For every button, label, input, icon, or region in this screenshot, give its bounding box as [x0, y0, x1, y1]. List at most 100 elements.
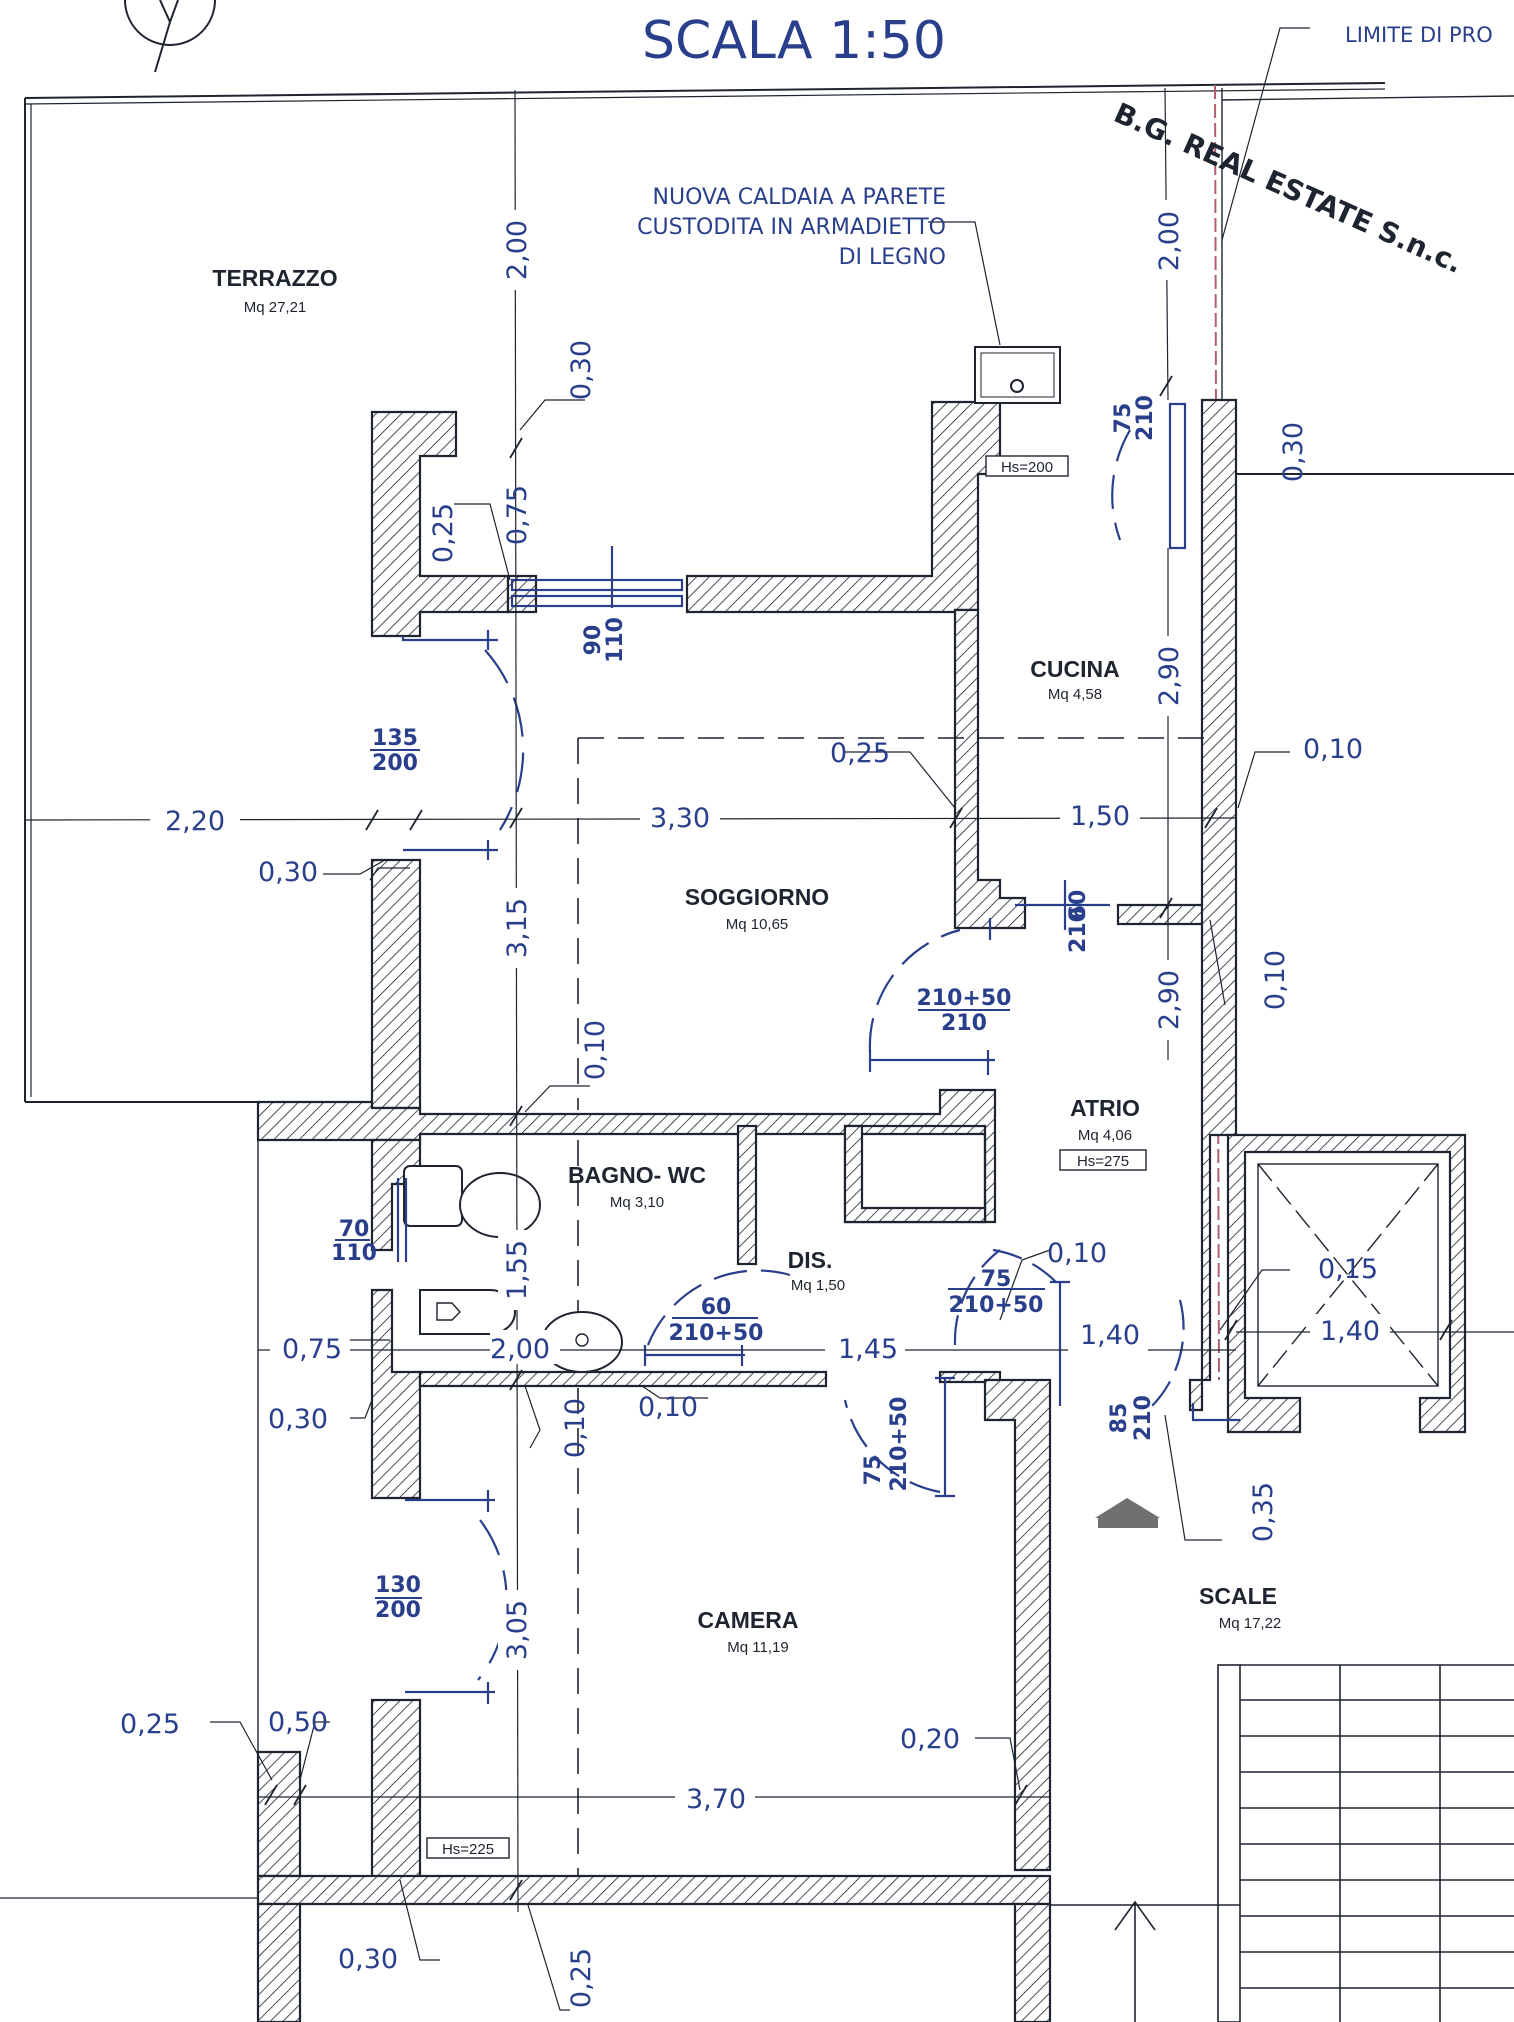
dim-200-left: 2,00 [502, 220, 533, 280]
dim-025-wall: 0,25 [428, 503, 459, 563]
dim-140-a: 1,40 [1080, 1320, 1140, 1351]
scale-title: SCALA 1:50 [642, 11, 946, 71]
door-75-210-top-w: 75 [1111, 403, 1136, 434]
dim-030-left: 0,30 [258, 857, 318, 888]
dimension-ticks [264, 375, 1453, 1901]
door-75-camera-w: 75 [861, 1455, 886, 1486]
room-terrazzo-name: TERRAZZO [212, 265, 337, 291]
dim-050: 0,50 [268, 1707, 328, 1738]
dim-220: 2,20 [165, 806, 225, 837]
dim-140-b: 1,40 [1320, 1316, 1380, 1347]
height-labels: Hs=200 Hs=275 Hs=225 [426, 455, 1147, 1859]
boiler-note-line2: CUSTODITA IN ARMADIETTO [637, 215, 946, 240]
dimension-labels-vertical: 2,00 2,00 0,30 0,75 0,25 0,30 2,90 3,15 … [428, 200, 1309, 2008]
dim-145: 1,45 [838, 1334, 898, 1365]
door-90-110-w: 90 [581, 625, 606, 656]
door-75-dis-w: 75 [981, 1267, 1012, 1292]
boiler-note-line3: DI LEGNO [839, 245, 946, 270]
room-bagno-area: Mq 3,10 [610, 1194, 664, 1211]
dimension-lines [24, 27, 1514, 2011]
hs-camera: Hs=225 [442, 1841, 494, 1858]
dim-025-bot: 0,25 [566, 1948, 597, 2008]
dim-290-top: 2,90 [1154, 646, 1185, 706]
fraction-bars [335, 749, 1045, 1599]
door-60-bath-w: 60 [701, 1295, 732, 1320]
dim-010-vert: 0,10 [580, 1020, 611, 1080]
room-dis-area: Mq 1,50 [791, 1277, 845, 1294]
room-cucina-area: Mq 4,58 [1048, 686, 1102, 703]
dim-020: 0,20 [900, 1724, 960, 1755]
dimension-labels-horizontal: 2,20 3,30 1,50 0,25 0,10 0,30 0,75 0,30 … [120, 734, 1390, 1975]
room-cucina-name: CUCINA [1030, 656, 1119, 682]
limit-label: LIMITE DI PRO [1345, 23, 1493, 47]
stair-arrow-icon [1095, 1498, 1160, 2022]
door-135-200-w: 135 [372, 726, 418, 751]
hs-atrio: Hs=275 [1077, 1153, 1129, 1170]
dim-150: 1,50 [1070, 801, 1130, 832]
dim-010-b2: 0,10 [638, 1392, 698, 1423]
dim-010-b1: 0,10 [560, 1398, 591, 1458]
door-70-110-h: 110 [331, 1241, 377, 1266]
room-scale-area: Mq 17,22 [1219, 1615, 1282, 1632]
dim-370: 3,70 [686, 1784, 746, 1815]
door-135-200-h: 200 [372, 751, 418, 776]
room-dis-name: DIS. [788, 1247, 833, 1273]
room-camera-name: CAMERA [698, 1607, 799, 1633]
dim-035: 0,35 [1248, 1482, 1279, 1542]
hs-cucina: Hs=200 [1001, 459, 1053, 476]
room-soggiorno-name: SOGGIORNO [685, 884, 829, 910]
dim-025-mid: 0,25 [830, 738, 890, 769]
door-85-210-h: 210 [1131, 1395, 1156, 1441]
dim-330: 3,30 [650, 803, 710, 834]
dim-030-bl: 0,30 [268, 1404, 328, 1435]
boiler-note-line1: NUOVA CALDAIA A PARETE [653, 185, 946, 210]
door-85-210-w: 85 [1107, 1403, 1132, 1434]
dim-025-bl: 0,25 [120, 1709, 180, 1740]
door-90-110-h: 110 [603, 617, 628, 663]
dim-030-bot: 0,30 [338, 1944, 398, 1975]
door-75-dis-h: 210+50 [949, 1293, 1044, 1318]
room-soggiorno-area: Mq 10,65 [726, 916, 789, 933]
door-130-200-h: 200 [375, 1598, 421, 1623]
door-60-210-w: 60 [1066, 890, 1091, 921]
dim-010-dis: 0,10 [1047, 1238, 1107, 1269]
room-atrio-name: ATRIO [1070, 1095, 1140, 1121]
dim-075-left: 0,75 [282, 1334, 342, 1365]
room-terrazzo-area: Mq 27,21 [244, 299, 307, 316]
dim-155: 1,55 [502, 1240, 533, 1300]
boiler-note: NUOVA CALDAIA A PARETE CUSTODITA IN ARMA… [637, 185, 946, 270]
dim-200-right: 2,00 [1154, 211, 1185, 271]
dim-290-bot: 2,90 [1154, 970, 1185, 1030]
boiler-cabinet [974, 346, 1061, 404]
soggiorno-outline [577, 737, 1215, 1876]
room-camera-area: Mq 11,19 [727, 1639, 788, 1656]
door-soggiorno-h: 210 [941, 1011, 987, 1036]
door-60-210-h: 210 [1066, 907, 1091, 953]
door-75-camera-h: 210+50 [887, 1397, 912, 1492]
dim-010-right: 0,10 [1303, 734, 1363, 765]
walls [256, 398, 1467, 2022]
property-boundary [0, 82, 1514, 1910]
dim-010-side: 0,10 [1260, 950, 1291, 1010]
dim-075: 0,75 [502, 485, 533, 545]
dim-315: 3,15 [502, 898, 533, 958]
dim-200-bath: 2,00 [490, 1334, 550, 1365]
room-atrio-area: Mq 4,06 [1078, 1127, 1132, 1144]
dim-305: 3,05 [502, 1600, 533, 1660]
room-scale-name: SCALE [1199, 1583, 1277, 1609]
door-75-210-top-h: 210 [1133, 395, 1158, 441]
dim-030-right: 0,30 [1278, 422, 1309, 482]
room-labels: TERRAZZO Mq 27,21 CUCINA Mq 4,58 SOGGIOR… [212, 265, 1281, 1656]
door-70-110-w: 70 [339, 1217, 370, 1242]
staircase [1050, 1664, 1514, 2022]
dim-015: 0,15 [1318, 1254, 1378, 1285]
dim-030-top: 0,30 [566, 340, 597, 400]
doors-windows [396, 402, 1240, 1704]
room-bagno-name: BAGNO- WC [568, 1162, 706, 1188]
door-130-200-w: 130 [375, 1573, 421, 1598]
door-soggiorno-w: 210+50 [917, 986, 1012, 1011]
door-60-bath-h: 210+50 [669, 1321, 764, 1346]
compass-icon [124, 0, 216, 73]
door-labels: 75 210 90 110 135 200 60 210 210+50 210 … [331, 395, 1158, 1623]
